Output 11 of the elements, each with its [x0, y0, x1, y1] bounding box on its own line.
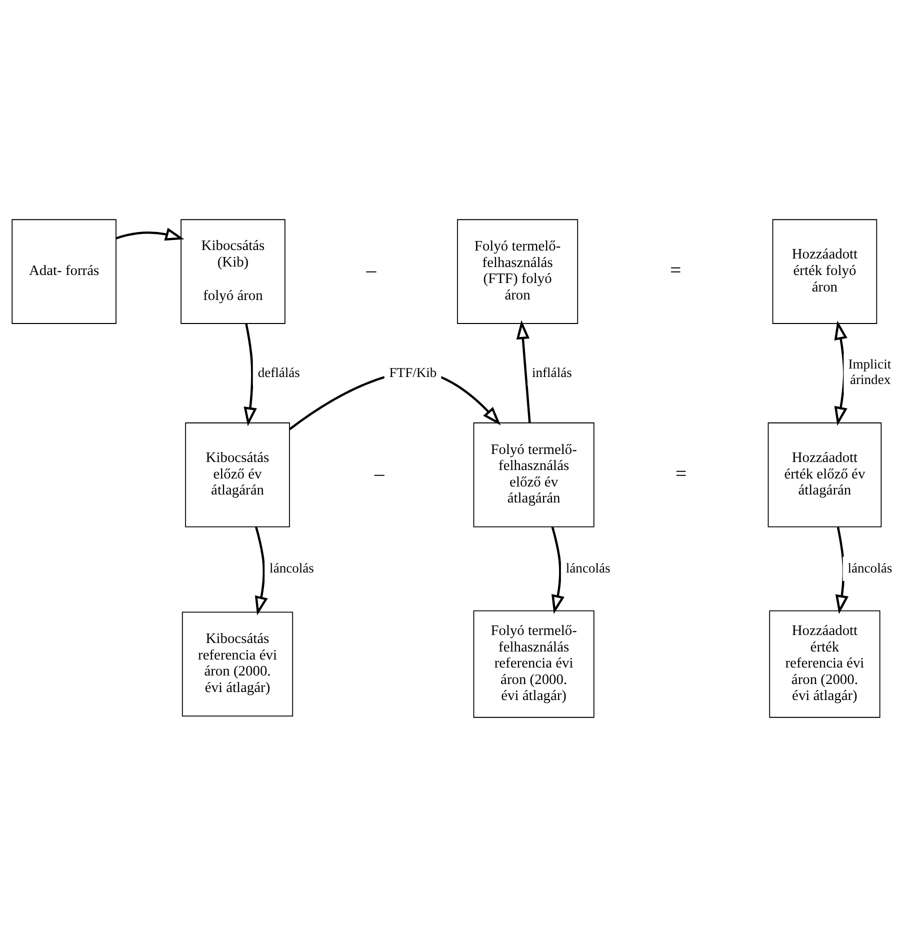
edge-label: láncolás [566, 560, 610, 576]
label: – [366, 260, 376, 282]
label: = [670, 260, 682, 282]
label: – [374, 462, 384, 485]
edge-label: láncolás [270, 560, 314, 576]
edge-label: Implicit árindex [848, 356, 892, 388]
label: = [675, 462, 687, 485]
edge-label: FTF/Kib [389, 364, 437, 380]
edge-label: láncolás [848, 560, 892, 576]
edge-label: deflálás [258, 364, 300, 380]
edge-label: inflálás [532, 364, 572, 380]
